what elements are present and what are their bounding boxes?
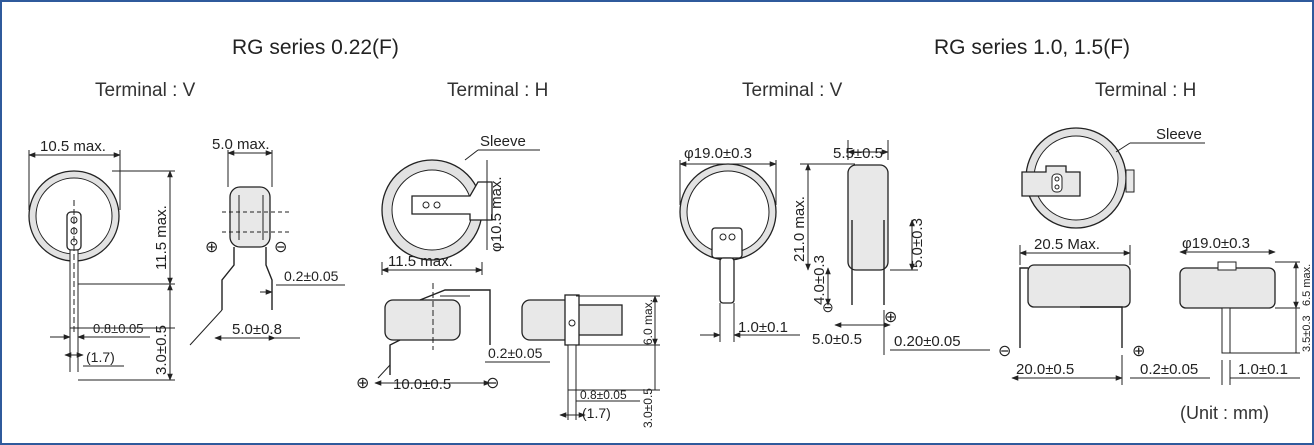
dim-g-sleeve: Sleeve	[1156, 126, 1202, 143]
dim-c-lead: 0.2±0.05	[488, 345, 543, 361]
drawing-022-v-front	[28, 150, 175, 381]
dim-c-pitch: 10.0±0.5	[393, 376, 451, 393]
dim-b-pitch: 5.0±0.8	[232, 321, 282, 338]
dim-d-pitch: (1.7)	[582, 405, 611, 421]
dim-c-sleeve: Sleeve	[480, 133, 526, 150]
minus-symbol-g: ⊖	[998, 343, 1011, 360]
dim-a-width: 10.5 max.	[40, 138, 106, 155]
dim-a-pitch: (1.7)	[86, 349, 115, 365]
drawing-1015-v-front	[679, 160, 855, 342]
terminal-v-label-1: Terminal : V	[95, 80, 196, 101]
drawing-1015-h-end	[1179, 249, 1300, 385]
drawing-1015-v-side	[834, 140, 990, 355]
minus-symbol-f: ⊖	[822, 299, 834, 315]
dim-e-pin: 4.0±0.3	[811, 255, 828, 305]
dim-c-dia: φ10.5 max.	[488, 176, 505, 252]
dim-b-thick: 5.0 max.	[212, 136, 270, 153]
dim-g-pitch: 20.0±0.5	[1016, 361, 1074, 378]
terminal-h-label-2: Terminal : H	[1095, 80, 1197, 101]
unit-label: (Unit : mm)	[1180, 403, 1269, 423]
terminal-h-label-1: Terminal : H	[447, 80, 549, 101]
dim-f-pitch: 5.0±0.5	[812, 331, 862, 348]
dim-f-lead: 0.20±0.05	[894, 333, 961, 350]
drawing-022-h-side	[374, 283, 550, 386]
minus-symbol-c: ⊖	[486, 375, 499, 392]
dim-e-lead: 1.0±0.1	[738, 319, 788, 336]
drawing-022-h-top	[381, 149, 540, 275]
plus-symbol-c: ⊕	[356, 375, 369, 392]
minus-symbol-b: ⊖	[274, 239, 287, 256]
dim-a-pin: 3.0±0.5	[153, 325, 170, 375]
drawing-022-h-end	[521, 294, 660, 420]
dim-g-width: 20.5 Max.	[1034, 236, 1100, 253]
series-1015-title: RG series 1.0, 1.5(F)	[934, 36, 1131, 59]
dim-d-pin: 3.0±0.5	[641, 388, 655, 428]
dim-a-height: 11.5 max.	[153, 205, 170, 270]
dim-d-height: 6.0 max.	[641, 299, 655, 345]
dim-f-pin: 5.0±0.3	[909, 218, 926, 268]
drawing-1015-h-top	[1021, 127, 1205, 229]
series-022-title: RG series 0.22(F)	[232, 36, 399, 59]
drawing-022-v-side	[189, 150, 345, 346]
dim-h-dia: φ19.0±0.3	[1182, 235, 1250, 252]
plus-symbol-g: ⊕	[1132, 343, 1145, 360]
terminal-v-label-2: Terminal : V	[742, 80, 843, 101]
dim-g-lead: 0.2±0.05	[1140, 361, 1198, 378]
dim-h-height: 6.5 max.	[1301, 264, 1313, 306]
dim-e-height: 21.0 max.	[791, 196, 808, 262]
dim-f-thick: 5.5±0.5	[833, 145, 883, 162]
dim-e-dia: φ19.0±0.3	[684, 145, 752, 162]
plus-symbol-b: ⊕	[205, 239, 218, 256]
dim-h-pin: 3.5±0.3	[1301, 315, 1313, 352]
dim-c-width: 11.5 max.	[388, 253, 453, 270]
drawing-1015-h-side	[1011, 245, 1210, 385]
plus-symbol-f: ⊕	[884, 309, 897, 326]
dim-d-lead: 0.8±0.05	[580, 388, 627, 402]
dim-b-lead: 0.2±0.05	[284, 268, 339, 284]
dim-a-lead: 0.8±0.05	[93, 321, 144, 336]
dim-h-lead: 1.0±0.1	[1238, 361, 1288, 378]
